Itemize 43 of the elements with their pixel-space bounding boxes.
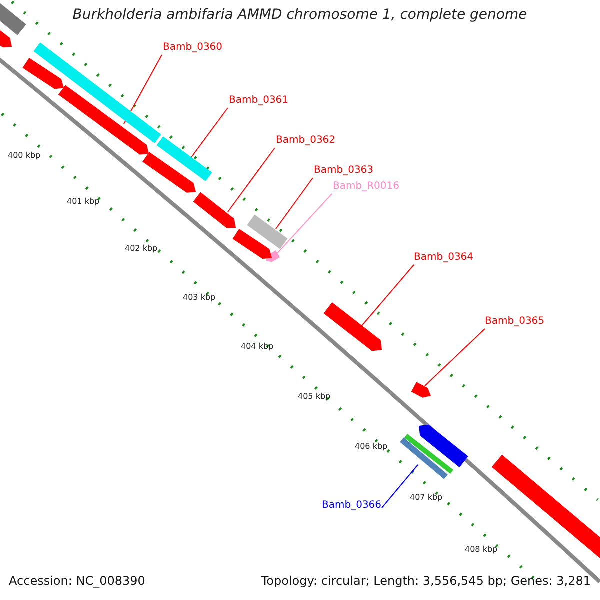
scale-label: 400 kbp bbox=[8, 152, 41, 161]
gene-label: Bamb_R0016 bbox=[333, 181, 400, 192]
gene-label: Bamb_0360 bbox=[163, 42, 223, 53]
diagram-title: Burkholderia ambifaria AMMD chromosome 1, complete genome bbox=[72, 8, 528, 24]
gene-label: Bamb_0365 bbox=[485, 316, 545, 327]
leader-line bbox=[360, 264, 414, 328]
scale-label: 408 kbp bbox=[465, 546, 498, 555]
gene-feature bbox=[400, 438, 448, 480]
leader-line bbox=[424, 328, 486, 386]
gene-label: Bamb_0361 bbox=[229, 95, 289, 106]
gene-feature bbox=[324, 302, 382, 352]
gene-feature bbox=[22, 58, 64, 90]
leader-line bbox=[190, 108, 228, 158]
gene-feature bbox=[193, 192, 236, 228]
gene-feature bbox=[404, 434, 454, 474]
leader-line bbox=[228, 148, 276, 212]
scale-label: 404 kbp bbox=[241, 343, 274, 352]
scale-label: 407 kbp bbox=[410, 494, 443, 503]
leader-line bbox=[382, 464, 418, 508]
gene-feature bbox=[247, 214, 288, 250]
scale-label: 403 kbp bbox=[183, 294, 216, 303]
leader-line bbox=[276, 178, 314, 230]
gene-label: Bamb_0366 bbox=[322, 500, 382, 511]
gene-feature bbox=[232, 229, 272, 260]
scale-label: 402 kbp bbox=[125, 245, 158, 254]
scale-label: 401 kbp bbox=[67, 198, 100, 207]
scale-label: 405 kbp bbox=[298, 393, 331, 402]
gene-feature bbox=[0, 2, 26, 36]
gene-feature bbox=[58, 85, 149, 155]
gene-label: Bamb_0363 bbox=[314, 165, 374, 176]
leader-line bbox=[124, 54, 162, 124]
gene-feature bbox=[34, 42, 162, 144]
gene-feature bbox=[411, 382, 431, 398]
gene-feature bbox=[156, 136, 212, 182]
gene-label: Bamb_0362 bbox=[276, 135, 336, 146]
gene-feature bbox=[0, 29, 12, 48]
footer-text: Accession: NC_008390 bbox=[9, 575, 146, 588]
scale-label: 406 kbp bbox=[355, 443, 388, 452]
footer-text: Topology: circular; Length: 3,556,545 bp; Genes: 3,281 bbox=[261, 575, 591, 588]
gene-label: Bamb_0364 bbox=[414, 252, 474, 263]
gene-feature bbox=[142, 152, 196, 193]
leader-line bbox=[276, 194, 332, 256]
gene-feature bbox=[419, 424, 468, 468]
